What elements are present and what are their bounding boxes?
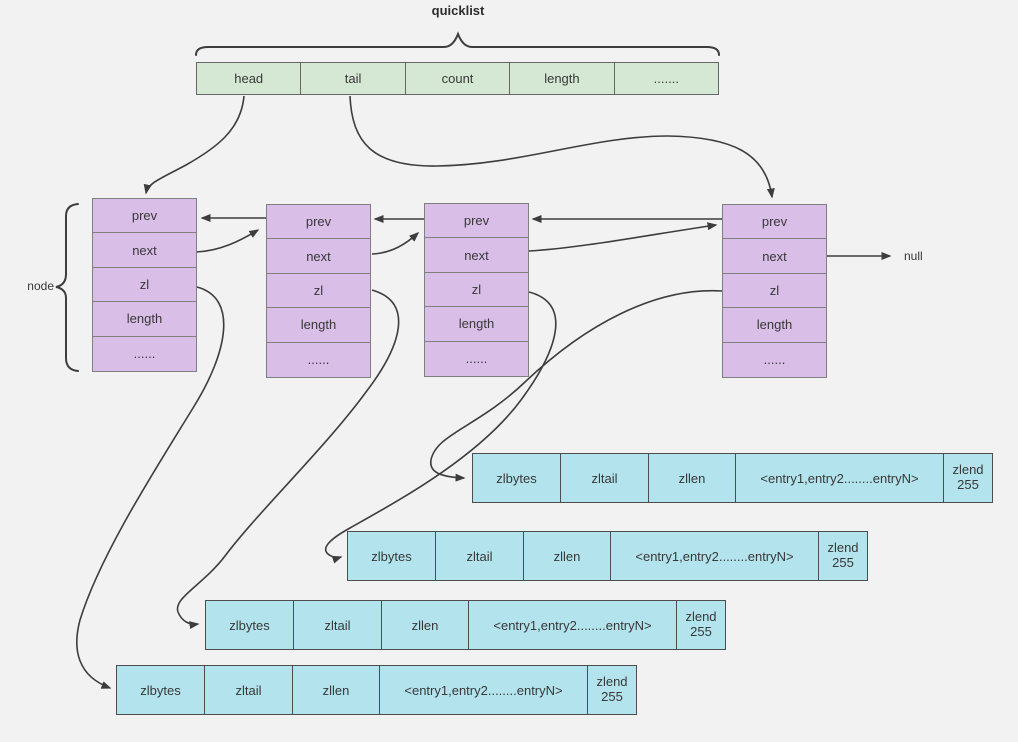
node1-prev: prev	[93, 199, 196, 234]
arrow-head-to-node1	[143, 95, 245, 195]
node4-more: ......	[763, 352, 786, 368]
ziplist3-zllen: zllen	[382, 601, 469, 649]
node-label: node	[27, 279, 54, 293]
null-label: null	[904, 249, 923, 263]
node1-zl: zl	[93, 268, 196, 303]
quicklist-title: quicklist	[431, 3, 485, 18]
quicklist-cell-head: head	[197, 63, 302, 94]
node2-next: next	[267, 239, 370, 274]
ziplist3-zlbytes: zlbytes	[206, 601, 294, 649]
node2-prev: prev	[267, 205, 370, 240]
ziplist3-zlend: zlend 255	[685, 609, 717, 639]
node3-more: ......	[465, 351, 488, 367]
node3-zl: zl	[425, 273, 528, 308]
ziplist-4: zlbytes zltail zllen <entry1,entry2.....…	[116, 665, 637, 715]
node1-more: ......	[133, 346, 156, 362]
node4-zl: zl	[723, 274, 826, 309]
node-2: prev next zl length ......	[266, 204, 371, 378]
node4-prev: prev	[723, 205, 826, 240]
node2-zl: zl	[267, 274, 370, 309]
node1-next: next	[93, 233, 196, 268]
ziplist1-entries: <entry1,entry2........entryN>	[736, 454, 944, 502]
node-1: prev next zl length ......	[92, 198, 197, 372]
quicklist-cell-tail: tail	[301, 63, 406, 94]
ziplist4-zllen: zllen	[293, 666, 380, 714]
quicklist-brace	[195, 31, 720, 56]
ziplist4-zlend: zlend 255	[596, 674, 628, 704]
quicklist-cell-length: length	[510, 63, 615, 94]
node-brace	[55, 203, 79, 372]
ziplist-2: zlbytes zltail zllen <entry1,entry2.....…	[347, 531, 868, 581]
ziplist1-zlend: zlend 255	[952, 462, 984, 492]
arrow-node3-next-to-node4	[528, 222, 718, 252]
ziplist1-zllen: zllen	[649, 454, 736, 502]
quicklist-cell-count: count	[406, 63, 511, 94]
arrow-tail-to-node4	[349, 95, 775, 199]
ziplist4-zlbytes: zlbytes	[117, 666, 205, 714]
ziplist-3: zlbytes zltail zllen <entry1,entry2.....…	[205, 600, 726, 650]
ziplist1-zltail: zltail	[561, 454, 649, 502]
ziplist1-zlbytes: zlbytes	[473, 454, 561, 502]
ziplist4-entries: <entry1,entry2........entryN>	[380, 666, 588, 714]
ziplist2-zlend: zlend 255	[827, 540, 859, 570]
ziplist2-zlbytes: zlbytes	[348, 532, 436, 580]
node4-length: length	[723, 308, 826, 343]
quicklist-cell-more: .......	[653, 71, 679, 86]
node-3: prev next zl length ......	[424, 203, 529, 377]
ziplist3-entries: <entry1,entry2........entryN>	[469, 601, 677, 649]
ziplist4-zltail: zltail	[205, 666, 293, 714]
ziplist3-zltail: zltail	[294, 601, 382, 649]
node2-more: ......	[307, 352, 330, 368]
node4-next: next	[723, 239, 826, 274]
node-4: prev next zl length ......	[722, 204, 827, 378]
node3-length: length	[425, 307, 528, 342]
arrow-node1-next-to-node2	[195, 229, 260, 253]
node2-length: length	[267, 308, 370, 343]
node3-prev: prev	[425, 204, 528, 239]
ziplist2-entries: <entry1,entry2........entryN>	[611, 532, 819, 580]
node1-length: length	[93, 302, 196, 337]
node3-next: next	[425, 238, 528, 273]
ziplist2-zllen: zllen	[524, 532, 611, 580]
arrow-node2-next-to-node3	[371, 231, 420, 255]
quicklist-table: head tail count length .......	[196, 62, 719, 95]
ziplist-1: zlbytes zltail zllen <entry1,entry2.....…	[472, 453, 993, 503]
ziplist2-zltail: zltail	[436, 532, 524, 580]
